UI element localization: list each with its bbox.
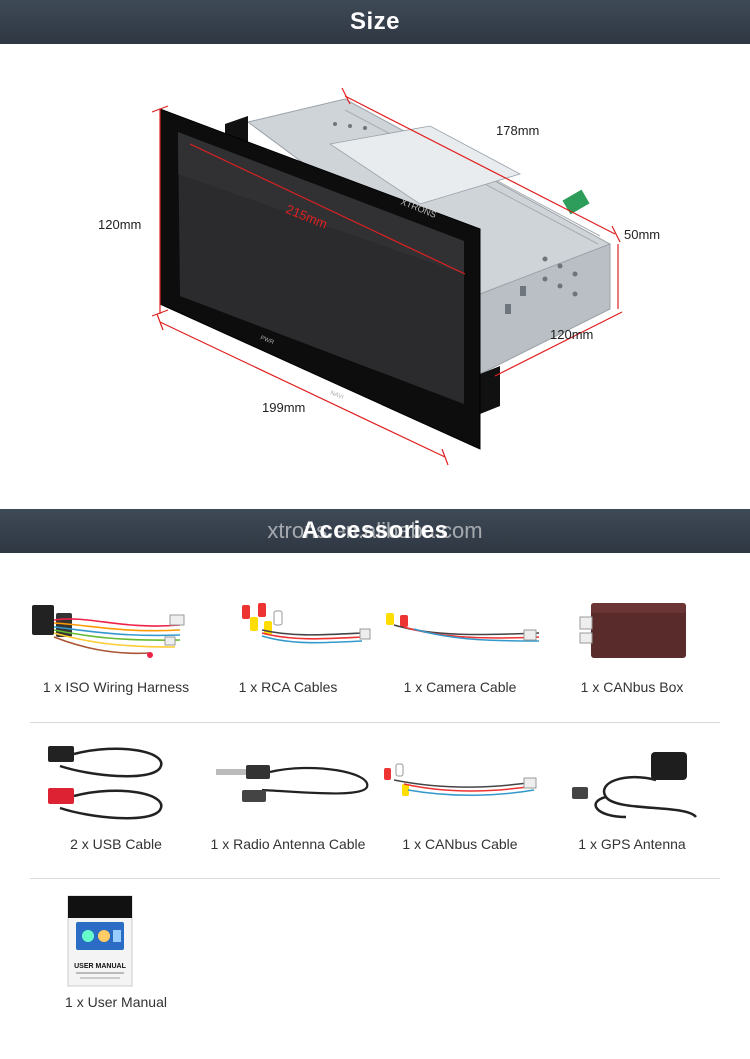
size-banner: Size bbox=[0, 0, 750, 44]
user-manual-icon: USER MANUAL bbox=[67, 895, 133, 987]
accessory-label: 1 x ISO Wiring Harness bbox=[42, 679, 190, 695]
accessory-label: 1 x GPS Antenna bbox=[578, 836, 686, 852]
device-illustration: XTRONS PWR NAVI 120mm 215mm 178mm 50mm 1… bbox=[0, 44, 750, 509]
dim-height-front: 120mm bbox=[98, 217, 142, 232]
accessory-item: 1 x RCA Cables bbox=[202, 575, 374, 715]
accessory-item: USER MANUAL 1 x User Manual bbox=[30, 890, 202, 1030]
canbus-box-icon bbox=[579, 603, 686, 658]
size-title: Size bbox=[349, 8, 401, 35]
pwr-button-text: PWR bbox=[259, 335, 275, 346]
dim-depth-top: 178mm bbox=[496, 123, 540, 138]
accessory-label: 2 x USB Cable bbox=[70, 836, 162, 852]
dimension-lines bbox=[151, 87, 623, 466]
accessory-item: 1 x ISO Wiring Harness bbox=[30, 575, 202, 715]
row-divider bbox=[30, 722, 720, 723]
gps-antenna-icon bbox=[572, 752, 697, 819]
dim-width-back: 120mm bbox=[550, 327, 594, 342]
accessory-label: 1 x User Manual bbox=[65, 994, 167, 1010]
dim-height-back: 50mm bbox=[624, 227, 661, 242]
manual-title-text: USER MANUAL bbox=[74, 963, 126, 970]
green-sticker bbox=[562, 189, 590, 215]
accessories-row-3: USER MANUAL 1 x User Manual bbox=[30, 890, 720, 1030]
row-divider bbox=[30, 878, 720, 879]
accessory-item: 1 x CANbus Box bbox=[546, 575, 718, 715]
accessory-label: 1 x Camera Cable bbox=[403, 679, 517, 695]
accessory-label: 1 x RCA Cables bbox=[238, 679, 338, 695]
rca-cables-icon bbox=[242, 603, 371, 644]
usb-cable-icon bbox=[48, 746, 163, 820]
accessory-label: 1 x CANbus Box bbox=[580, 679, 684, 695]
dim-width-front: 199mm bbox=[262, 400, 306, 415]
accessory-label: 1 x Radio Antenna Cable bbox=[210, 836, 366, 852]
accessory-item: 1 x Camera Cable bbox=[374, 575, 546, 715]
chassis-label bbox=[328, 125, 522, 205]
wiring-harness-icon bbox=[32, 605, 185, 658]
head-unit-drawing: XTRONS PWR NAVI bbox=[151, 87, 623, 466]
watermark-text: xtrons.en.alibaba.com bbox=[267, 518, 483, 543]
camera-cable-icon bbox=[386, 613, 540, 642]
accessories-row-1: 1 x ISO Wiring Harness 1 x RCA Cables bbox=[30, 575, 720, 715]
accessories-title: Accessories bbox=[301, 517, 449, 544]
accessories-banner: Accessories xtrons.en.alibaba.com bbox=[0, 509, 750, 553]
canbus-cable-icon bbox=[384, 763, 537, 796]
screen bbox=[178, 132, 464, 404]
accessory-item: 1 x Radio Antenna Cable bbox=[202, 732, 374, 872]
accessory-label: 1 x CANbus Cable bbox=[402, 836, 518, 852]
radio-antenna-cable-icon bbox=[216, 765, 369, 802]
accessory-item: 1 x CANbus Cable bbox=[374, 732, 546, 872]
accessory-item: 2 x USB Cable bbox=[30, 732, 202, 872]
accessories-row-2: 2 x USB Cable 1 x Radio Antenna Cable 1 … bbox=[30, 732, 720, 872]
navi-button-text: NAVI bbox=[329, 390, 344, 401]
accessory-item: 1 x GPS Antenna bbox=[546, 732, 718, 872]
